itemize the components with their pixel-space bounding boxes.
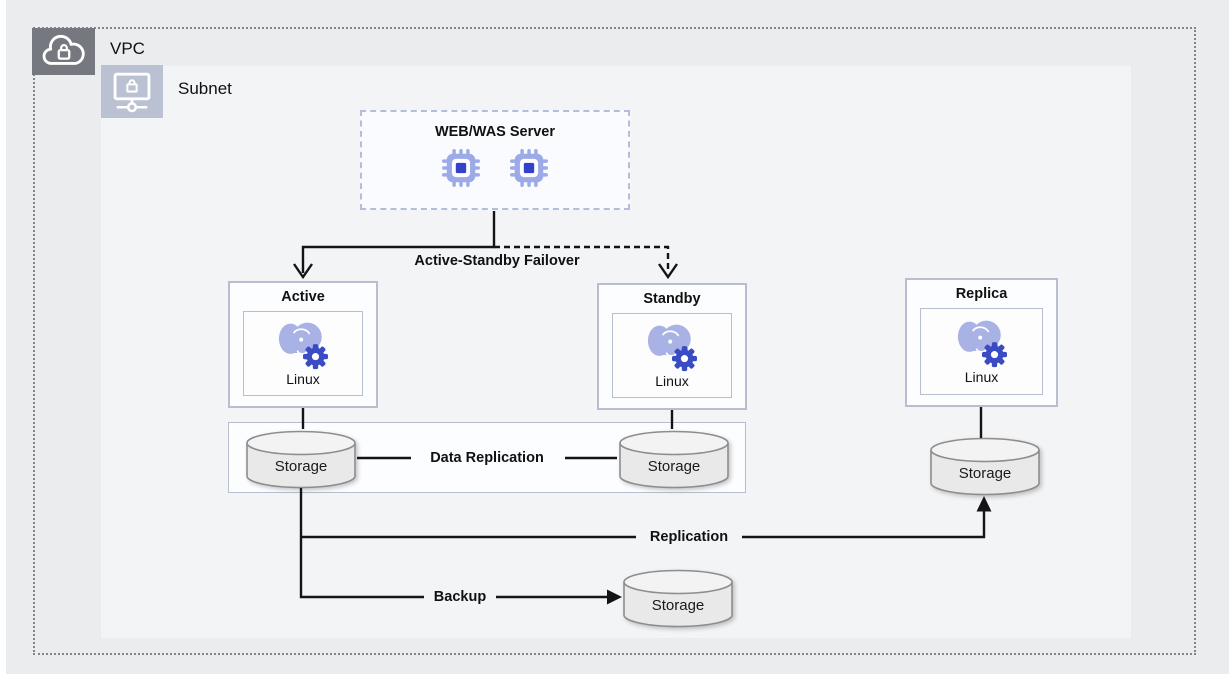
db-node-standby: Standby [597,283,747,410]
db-node-replica: Replica [905,278,1058,407]
node-os-label: Linux [286,371,320,387]
storage-cylinder-standby: Storage [619,430,729,489]
vpc-lock-cloud-icon [32,28,95,75]
node-title: Active [281,289,325,305]
vpc-boundary [33,27,1196,655]
node-os-box: Linux [920,308,1043,395]
node-os-box: Linux [243,311,363,396]
postgresql-gear-icon [647,324,697,372]
webwas-server-group: WEB/WAS Server [360,110,630,210]
failover-edge-label: Active-Standby Failover [414,253,580,269]
replication-edge-label: Replication [649,529,729,545]
storage-label: Storage [275,458,328,475]
db-node-active: Active [228,281,378,408]
storage-cylinder-backup: Storage [623,569,733,628]
vpc-label: VPC [110,39,145,58]
storage-cylinder-replica: Storage [930,437,1040,496]
node-title: Standby [643,291,701,307]
postgresql-gear-icon [957,320,1007,368]
node-os-label: Linux [655,373,689,389]
data-replication-edge-label: Data Replication [430,450,544,466]
webwas-title: WEB/WAS Server [434,124,556,140]
storage-label: Storage [959,465,1012,482]
backup-edge-label: Backup [433,589,487,605]
node-title: Replica [955,286,1008,302]
subnet-label: Subnet [178,79,232,98]
node-os-label: Linux [964,369,999,385]
webwas-chip-row [362,149,628,187]
cpu-chip-icon [510,149,548,187]
cpu-chip-icon [442,149,480,187]
storage-label: Storage [652,597,705,614]
node-os-box: Linux [612,313,732,398]
monitor-lock-glyph [113,72,151,112]
subnet-network-lock-icon [101,65,163,118]
cloud-lock-glyph [42,34,85,65]
storage-cylinder-active: Storage [246,430,356,489]
postgresql-gear-icon [278,322,328,370]
storage-label: Storage [648,458,701,475]
